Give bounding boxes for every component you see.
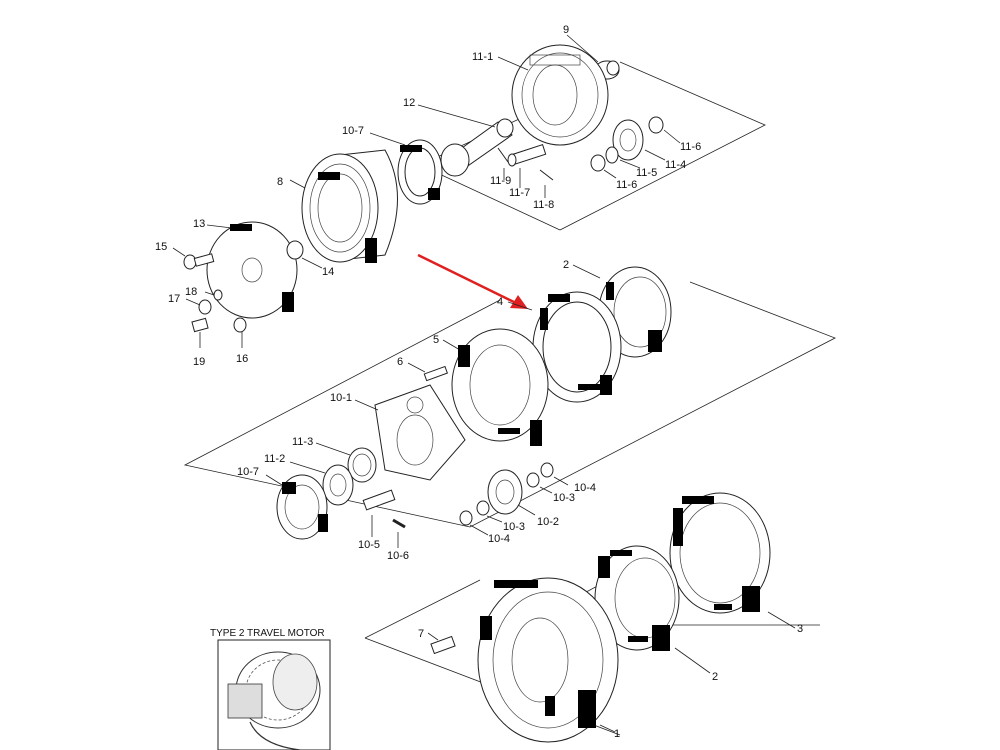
part-13-cover (206, 221, 298, 319)
part-8-ring-gear (289, 149, 398, 263)
part-15-bolt (172, 247, 215, 270)
part-12-shaft (417, 104, 514, 177)
label-7: 7 (418, 628, 424, 640)
part-18-o-ring (204, 289, 223, 301)
label-11-1: 11-1 (472, 51, 493, 63)
part-17-plug (185, 298, 212, 315)
part-10-7-thrust-washer-mid (265, 474, 328, 540)
label-11-9: 11-9 (490, 175, 511, 187)
part-11-2-planet-gear (289, 461, 354, 506)
red-arrow-icon (417, 253, 528, 309)
label-6: 6 (397, 356, 403, 368)
part-11-6-washer-a (648, 116, 681, 144)
label-8: 8 (277, 176, 283, 188)
label-11-8: 11-8 (533, 199, 554, 211)
label-15: 15 (155, 241, 167, 253)
label-13: 13 (193, 218, 205, 230)
label-16: 16 (236, 353, 248, 365)
label-9: 9 (563, 24, 569, 36)
label-11-6-b: 11-6 (616, 179, 637, 191)
middle-group-boundary (183, 281, 836, 528)
part-14-o-ring (286, 240, 323, 269)
label-10-3-a: 10-3 (553, 492, 575, 504)
part-5-seal-housing (442, 328, 549, 446)
part-1-hub (477, 577, 619, 743)
part-11-4-planet-gear (612, 119, 666, 161)
label-11-6-a: 11-6 (680, 141, 701, 153)
part-10-4-washer-b (459, 510, 489, 536)
label-11-5: 11-5 (636, 167, 657, 179)
label-3: 3 (797, 623, 803, 635)
label-1: 1 (614, 728, 620, 740)
label-10-4-a: 10-4 (574, 482, 596, 494)
part-11-5-needle-bearing (605, 146, 641, 169)
part-10-7-thrust-washer-top (369, 132, 443, 205)
part-11-8-roll-pin (539, 169, 554, 198)
label-10-4-b: 10-4 (488, 533, 510, 545)
part-19-name-plate (191, 317, 209, 348)
label-10-7-top: 10-7 (342, 125, 364, 137)
label-12: 12 (403, 97, 415, 109)
label-10-1: 10-1 (330, 392, 352, 404)
part-11-7-pin (507, 144, 547, 188)
part-6-bolt (407, 362, 449, 382)
label-2-top: 2 (563, 259, 569, 271)
part-2-bearing-bottom (594, 545, 711, 674)
label-19: 19 (193, 356, 205, 368)
part-11-6-washer-b (590, 154, 617, 179)
label-10-2: 10-2 (537, 516, 559, 528)
label-17: 17 (168, 293, 180, 305)
label-4: 4 (497, 296, 503, 308)
part-11-9-pin (497, 147, 509, 180)
label-10-7-mid: 10-7 (237, 466, 259, 478)
label-14: 14 (322, 266, 334, 278)
part-10-1-carrier (354, 384, 466, 481)
part-10-3-bearing-a (526, 472, 553, 494)
part-3-floating-seal (669, 492, 796, 629)
inset-title: TYPE 2 TRAVEL MOTOR (210, 628, 325, 639)
inset-type2-travel-motor (217, 639, 331, 750)
label-2-bottom: 2 (712, 671, 718, 683)
part-16-plug (233, 317, 247, 348)
part-10-3-bearing-b (476, 500, 503, 523)
label-11-3: 11-3 (292, 436, 313, 448)
part-10-6-roll-pin (392, 518, 406, 548)
label-5: 5 (433, 334, 439, 346)
part-7-dowel-pin (427, 632, 456, 655)
label-18: 18 (185, 286, 197, 298)
part-4-seal-ring (507, 291, 622, 403)
label-10-3-b: 10-3 (503, 521, 525, 533)
label-10-5: 10-5 (358, 539, 380, 551)
label-11-7: 11-7 (509, 187, 530, 199)
part-11-3-washer (315, 442, 377, 483)
part-11-1-carrier (497, 44, 609, 146)
part-10-2-planet-gear (487, 469, 536, 516)
label-10-6: 10-6 (387, 550, 409, 562)
label-11-4: 11-4 (665, 159, 686, 171)
label-11-2: 11-2 (264, 453, 285, 465)
part-10-4-washer-a (540, 462, 569, 486)
part-10-5-pin (362, 489, 396, 537)
